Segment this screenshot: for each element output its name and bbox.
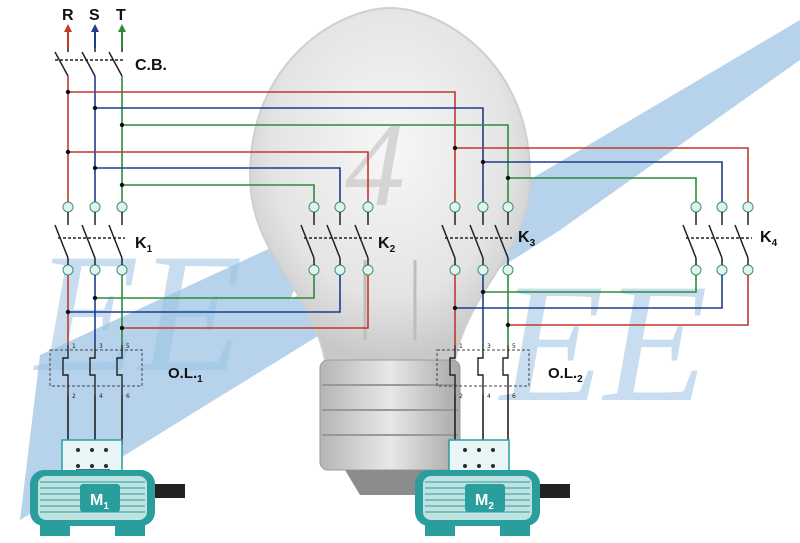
contactor-label-k3: K3 <box>518 229 536 249</box>
contactor-k4 <box>682 201 754 276</box>
svg-text:6: 6 <box>126 393 130 400</box>
svg-text:2: 2 <box>72 393 76 400</box>
svg-text:4: 4 <box>99 393 103 400</box>
svg-text:1: 1 <box>459 343 463 350</box>
overload-label-ol1: O.L.1 <box>168 365 203 385</box>
overload-label-ol2: O.L.2 <box>548 365 583 385</box>
contactor-label-k2: K2 <box>378 235 396 255</box>
watermark-digit: 4 <box>345 98 405 231</box>
phase-label-s: S <box>89 7 100 24</box>
circuit-breaker-symbol <box>54 48 125 77</box>
overload-relay-ol2 <box>436 345 530 395</box>
motor-label-m2: M2 <box>475 492 494 512</box>
svg-text:3: 3 <box>99 343 103 350</box>
motor-m2 <box>415 439 570 536</box>
contactor-label-k1: K1 <box>135 235 153 255</box>
contactor-k3 <box>441 201 514 276</box>
svg-text:2: 2 <box>459 393 463 400</box>
motor-feed-wires <box>67 395 509 445</box>
terminal-numbers: 1 3 5 2 4 6 1 3 5 2 4 6 <box>72 343 516 400</box>
svg-text:5: 5 <box>512 343 516 350</box>
contactor-label-k4: K4 <box>760 229 778 249</box>
output-junction-dots <box>65 289 511 331</box>
phase-label-t: T <box>116 7 126 24</box>
svg-text:3: 3 <box>487 343 491 350</box>
watermark-letters-right: EE <box>498 249 708 437</box>
svg-text:1: 1 <box>72 343 76 350</box>
overload-relay-ol1 <box>49 345 143 395</box>
svg-text:5: 5 <box>126 343 130 350</box>
svg-text:4: 4 <box>487 393 491 400</box>
motor-label-m1: M1 <box>90 492 109 512</box>
contactor-k1 <box>54 201 128 276</box>
supply-arrows <box>64 24 126 48</box>
output-wires <box>67 275 749 345</box>
svg-text:6: 6 <box>512 393 516 400</box>
breaker-label: C.B. <box>135 57 167 74</box>
junction-dots <box>65 89 511 188</box>
contactor-k2 <box>300 201 374 276</box>
motor-m1 <box>30 439 185 536</box>
phase-label-r: R <box>62 7 74 24</box>
